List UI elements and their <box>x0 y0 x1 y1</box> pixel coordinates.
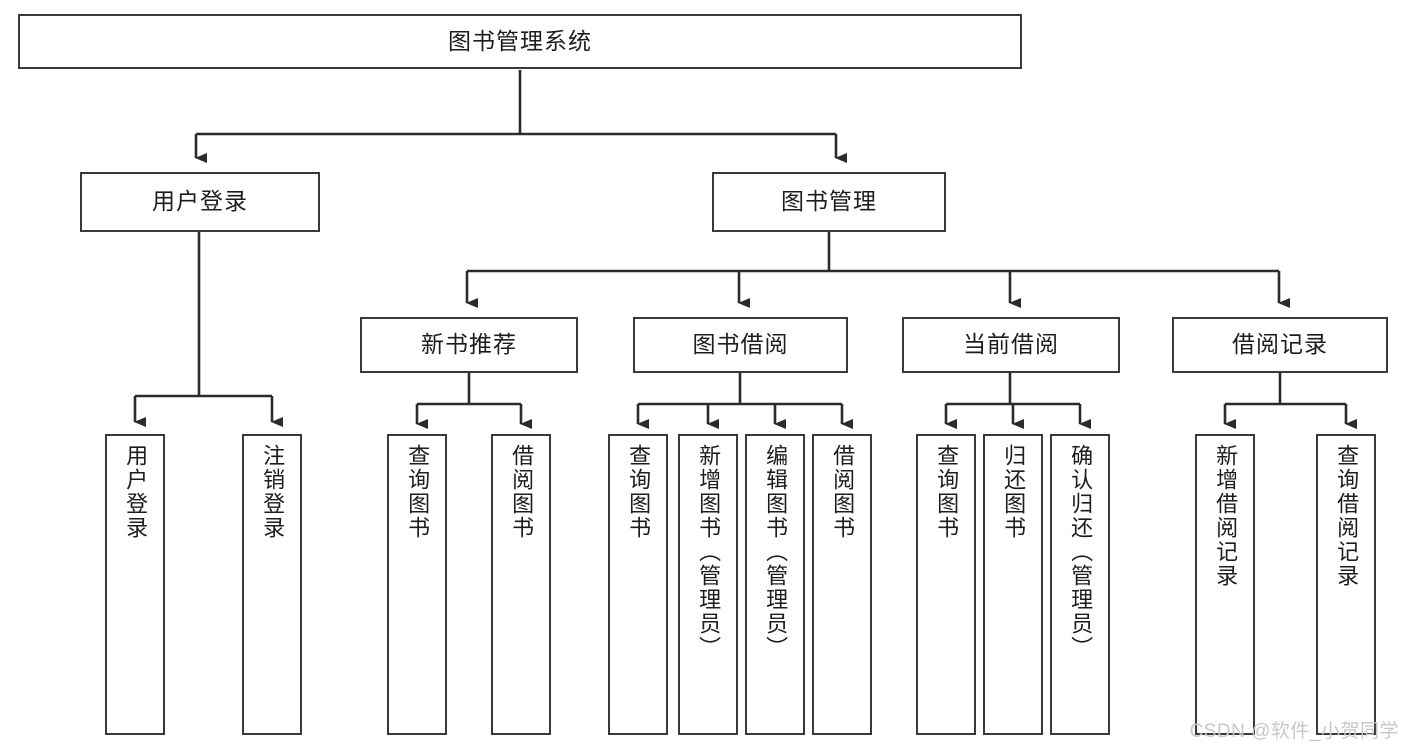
leaf-book-borrow-query[interactable]: 查询图书 <box>608 434 668 735</box>
leaf-label: 新增图书（管理员） <box>696 444 722 660</box>
node-root-system[interactable]: 图书管理系统 <box>18 14 1022 69</box>
watermark: CSDN @软件_小贺同学 <box>1189 721 1399 742</box>
leaf-book-borrow-add[interactable]: 新增图书（管理员） <box>678 434 738 735</box>
leaf-current-borrow-confirm-return[interactable]: 确认归还（管理员） <box>1050 434 1110 735</box>
leaf-label: 确认归还（管理员） <box>1068 444 1094 660</box>
leaf-user-login-logout[interactable]: 注销登录 <box>242 434 302 735</box>
leaf-current-borrow-return[interactable]: 归还图书 <box>983 434 1043 735</box>
leaf-label: 查询图书 <box>405 444 431 540</box>
leaf-label: 借阅图书 <box>509 444 535 540</box>
leaf-label: 编辑图书（管理员） <box>763 444 789 660</box>
node-book-borrow[interactable]: 图书借阅 <box>633 317 848 373</box>
node-label: 图书管理 <box>781 188 877 215</box>
leaf-label: 归还图书 <box>1001 444 1027 540</box>
leaf-label: 查询借阅记录 <box>1334 444 1360 588</box>
leaf-label: 查询图书 <box>626 444 652 540</box>
leaf-label: 新增借阅记录 <box>1213 444 1239 588</box>
node-user-login[interactable]: 用户登录 <box>80 172 320 232</box>
node-label: 图书借阅 <box>692 331 789 358</box>
leaf-label: 查询图书 <box>934 444 960 540</box>
leaf-user-login-login[interactable]: 用户登录 <box>105 434 165 735</box>
node-current-borrow[interactable]: 当前借阅 <box>902 317 1120 373</box>
leaf-current-borrow-query[interactable]: 查询图书 <box>916 434 976 735</box>
leaf-book-borrow-borrow[interactable]: 借阅图书 <box>812 434 872 735</box>
node-borrow-record[interactable]: 借阅记录 <box>1172 317 1388 373</box>
node-label: 用户登录 <box>152 188 248 215</box>
leaf-borrow-record-query[interactable]: 查询借阅记录 <box>1316 434 1376 735</box>
leaf-label: 注销登录 <box>260 444 286 540</box>
leaf-label: 借阅图书 <box>830 444 856 540</box>
node-label: 图书管理系统 <box>448 27 592 54</box>
leaf-book-borrow-edit[interactable]: 编辑图书（管理员） <box>745 434 805 735</box>
leaf-label: 用户登录 <box>123 444 149 540</box>
leaf-borrow-record-add[interactable]: 新增借阅记录 <box>1195 434 1255 735</box>
leaf-new-book-query[interactable]: 查询图书 <box>387 434 447 735</box>
node-label: 新书推荐 <box>421 331 517 358</box>
node-label: 借阅记录 <box>1232 331 1328 358</box>
node-label: 当前借阅 <box>963 331 1059 358</box>
node-new-book-recommend[interactable]: 新书推荐 <box>360 317 578 373</box>
leaf-new-book-borrow[interactable]: 借阅图书 <box>491 434 551 735</box>
node-book-management[interactable]: 图书管理 <box>712 172 946 232</box>
